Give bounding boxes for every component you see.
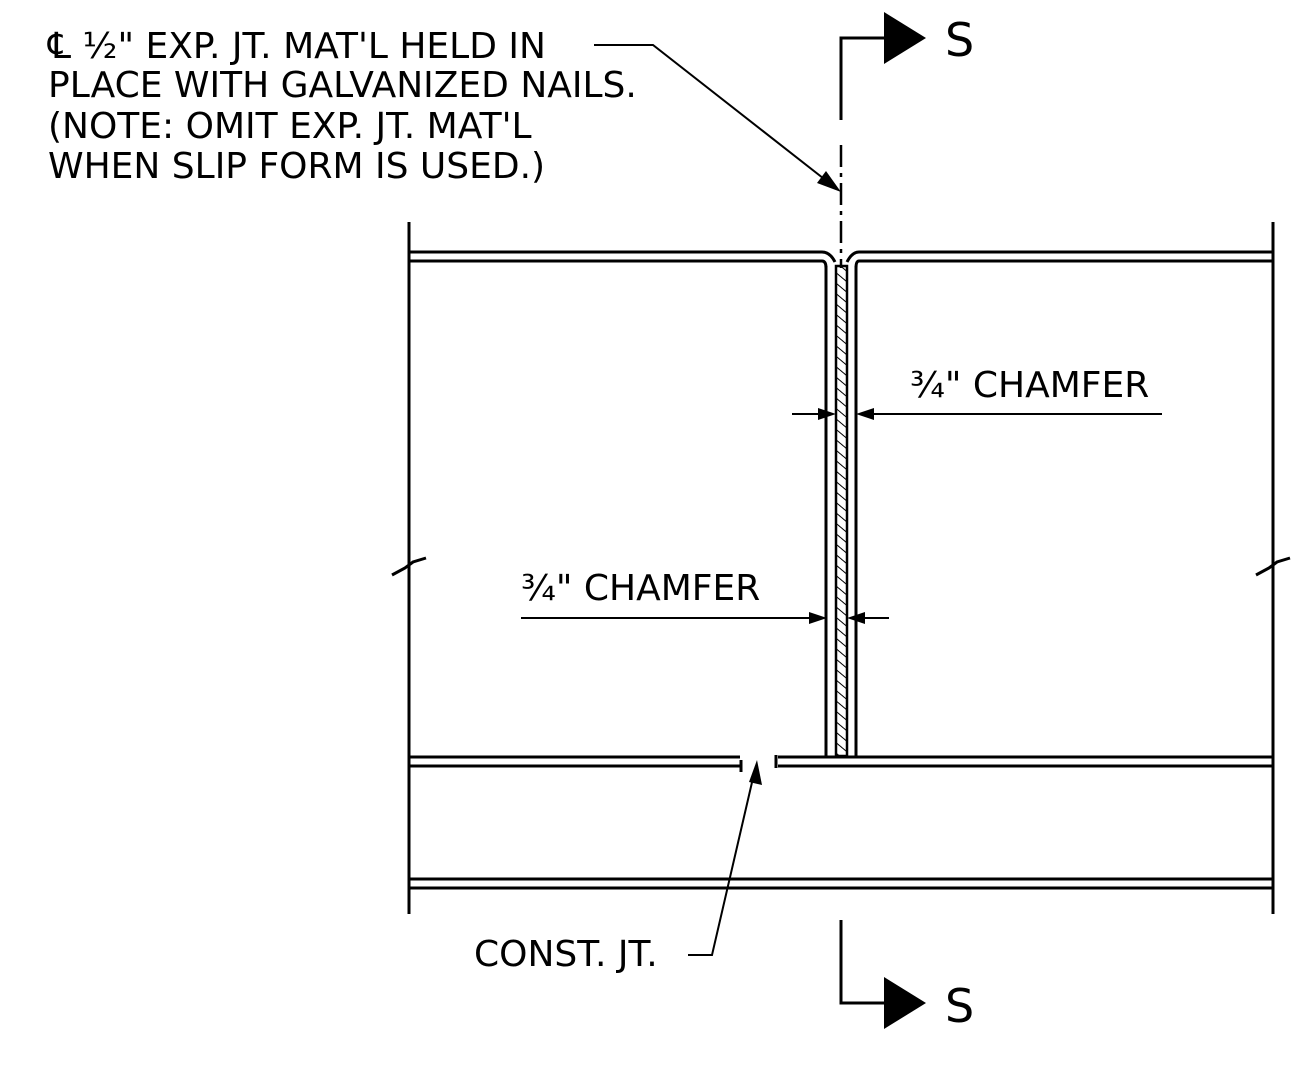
slab-base-layers: [409, 755, 1273, 890]
construction-joint-leader: [688, 760, 762, 956]
section-marker-bottom: S: [839, 920, 974, 1033]
section-label-bottom: S: [945, 979, 974, 1033]
expansion-joint-material: [824, 264, 858, 758]
construction-joint-mark: [739, 755, 778, 772]
note-line-2: PLACE WITH GALVANIZED NAILS.: [48, 65, 637, 106]
expansion-joint-leader: [594, 44, 841, 192]
slab-outline: [391, 222, 1291, 914]
note-line-1: ℄ ½" EXP. JT. MAT'L HELD IN: [47, 26, 546, 67]
note-line-3: (NOTE: OMIT EXP. JT. MAT'L: [48, 106, 532, 147]
chamfer-right-dimension: [792, 408, 1162, 420]
chamfer-left-label: ¾" CHAMFER: [521, 568, 760, 609]
chamfer-right-label: ¾" CHAMFER: [910, 365, 1149, 406]
section-marker-top: S: [839, 12, 974, 120]
construction-joint-label: CONST. JT.: [474, 934, 658, 975]
chamfer-left-dimension: [521, 612, 889, 624]
expansion-joint-note: ℄ ½" EXP. JT. MAT'L HELD IN PLACE WITH G…: [47, 26, 637, 187]
note-line-4: WHEN SLIP FORM IS USED.): [48, 146, 545, 187]
slab-top-surface: [409, 250, 1273, 269]
section-label-top: S: [945, 13, 974, 67]
